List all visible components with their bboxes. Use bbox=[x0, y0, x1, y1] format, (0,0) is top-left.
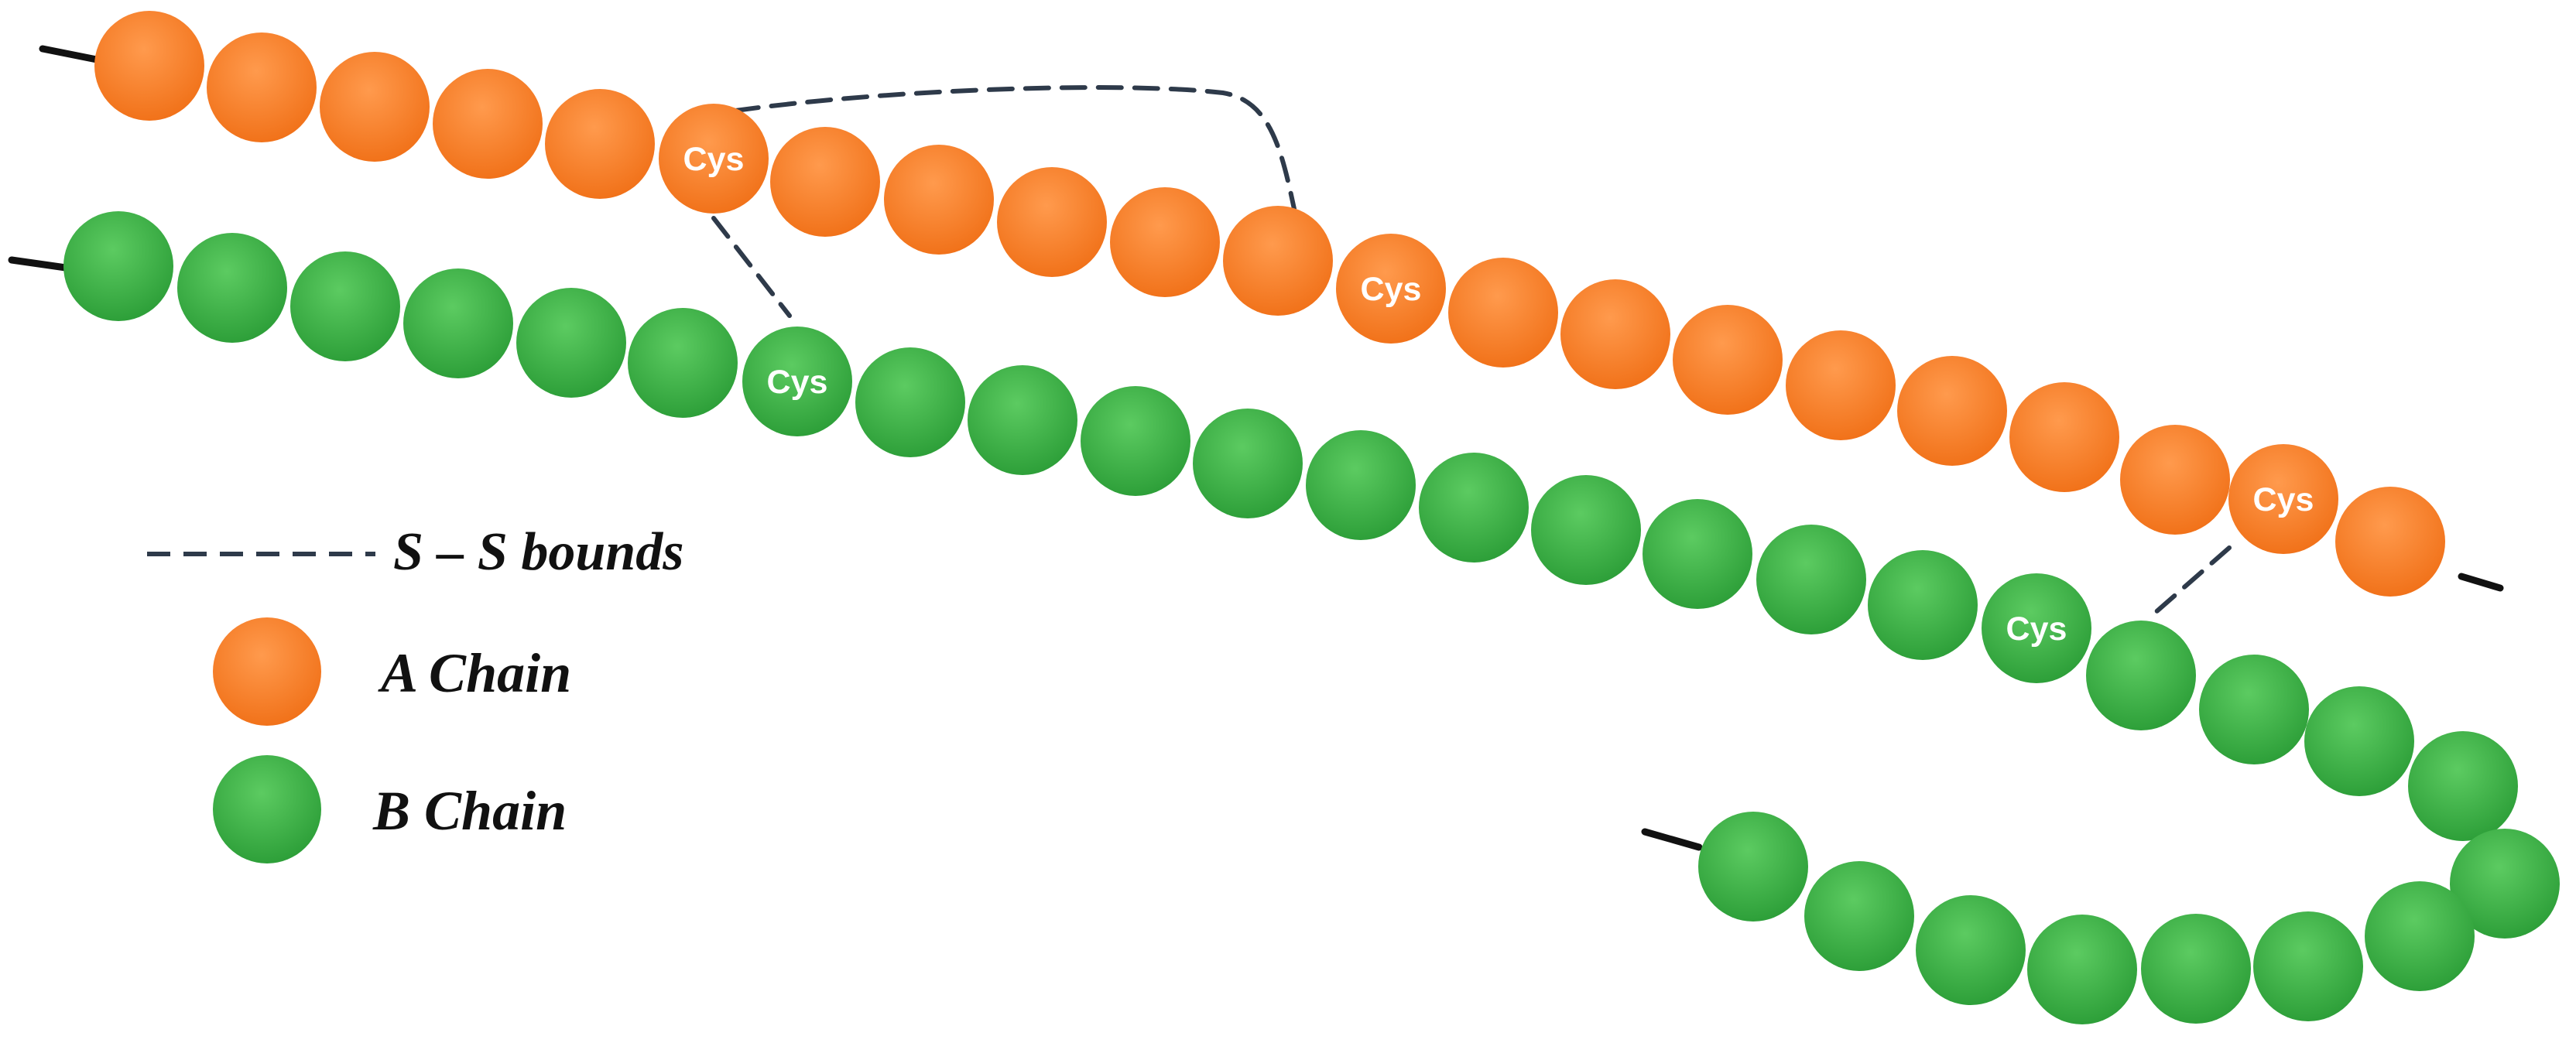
chain-tail bbox=[1641, 828, 1703, 851]
b-chain-residue bbox=[2027, 915, 2137, 1024]
cys-label: Cys bbox=[683, 141, 745, 178]
b-chain-residue bbox=[2253, 911, 2363, 1021]
legend-a-swatch bbox=[213, 617, 321, 726]
b-chain-residue bbox=[177, 233, 287, 343]
legend-bond-label: S – S bounds bbox=[393, 522, 683, 582]
b-chain-residue bbox=[2304, 686, 2414, 796]
legend-a-label: A Chain bbox=[378, 642, 571, 704]
a-chain-residue bbox=[94, 11, 204, 121]
a-chain-residue bbox=[884, 145, 994, 255]
b-chain-residue bbox=[1531, 475, 1641, 585]
b-chain-residue bbox=[1916, 895, 2026, 1005]
b-chain-cys-residue bbox=[1982, 573, 2091, 683]
b-chain-residue bbox=[855, 347, 965, 457]
b-chain-residue bbox=[2086, 621, 2196, 730]
a-chain-residue bbox=[1448, 258, 1558, 368]
chain-tails bbox=[8, 45, 2504, 851]
b-chain-residue bbox=[2408, 731, 2518, 841]
cys-label: Cys bbox=[2253, 481, 2314, 518]
b-chain-residue bbox=[1081, 386, 1190, 496]
b-chain-residue bbox=[63, 211, 173, 321]
chain-tail bbox=[2458, 573, 2504, 592]
a-chain-residue bbox=[770, 127, 880, 237]
cys-label: Cys bbox=[2006, 610, 2067, 648]
b-chain-residue bbox=[1804, 861, 1914, 971]
b-chain-cys-residue bbox=[742, 327, 852, 436]
a-chain-residue bbox=[1786, 330, 1896, 440]
chain-tail bbox=[39, 45, 101, 63]
a-chain-residue bbox=[997, 167, 1107, 277]
b-chain-residue bbox=[1756, 525, 1866, 634]
a-chain-cys-residue bbox=[2228, 444, 2338, 554]
b-chain-residue bbox=[2199, 655, 2309, 764]
a-chain-residue bbox=[545, 89, 655, 199]
b-chain-residue bbox=[1306, 430, 1416, 540]
a-chain-residue bbox=[2009, 382, 2119, 492]
b-chain-residue bbox=[2141, 914, 2251, 1024]
a-chain-residue bbox=[2335, 487, 2445, 597]
disulfide-bond bbox=[733, 85, 1297, 211]
a-chain-residue bbox=[2120, 425, 2230, 535]
b-chain-residue bbox=[1868, 550, 1978, 660]
a-chain-residue bbox=[207, 32, 317, 142]
a-chain-residue bbox=[1110, 187, 1220, 297]
legend: S – S bounds A Chain B Chain bbox=[147, 522, 683, 863]
legend-b-label: B Chain bbox=[372, 780, 567, 842]
a-chain-residue bbox=[1673, 305, 1783, 415]
b-chain-residue bbox=[968, 365, 1077, 475]
a-chain-residue bbox=[433, 69, 543, 179]
b-chain-residue bbox=[1698, 812, 1808, 922]
b-chain-residue bbox=[628, 308, 738, 418]
a-chain-residue bbox=[320, 52, 430, 162]
b-chain-residue bbox=[1193, 409, 1303, 518]
a-chain-residue bbox=[1897, 356, 2007, 466]
disulfide-bond bbox=[711, 216, 792, 318]
a-chain-residue bbox=[1223, 206, 1333, 316]
cys-label: Cys bbox=[767, 364, 828, 401]
cys-label: Cys bbox=[1361, 271, 1422, 308]
a-chain-residue bbox=[1560, 279, 1670, 389]
legend-b-swatch bbox=[213, 755, 321, 863]
b-chain-residue bbox=[2450, 829, 2560, 939]
a-chain-cys-residue bbox=[659, 104, 769, 214]
b-chain-residue bbox=[2365, 881, 2475, 991]
b-chain-residue bbox=[290, 251, 400, 361]
b-chain-residue bbox=[403, 268, 513, 378]
b-chain-residue bbox=[516, 288, 626, 398]
disulfide-bonds bbox=[711, 85, 2232, 621]
a-chain-cys-residue bbox=[1336, 234, 1446, 344]
chain-tail bbox=[8, 256, 70, 272]
b-chain-residue bbox=[1419, 453, 1529, 562]
b-chain-residue bbox=[1643, 499, 1752, 609]
disulfide-bond bbox=[2146, 545, 2232, 621]
